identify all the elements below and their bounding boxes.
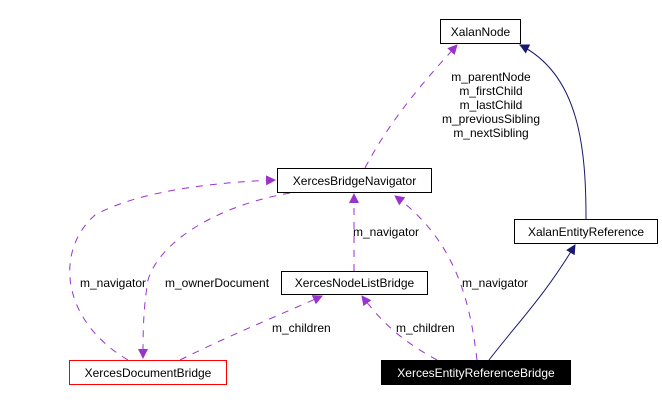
node-label: XercesEntityReferenceBridge bbox=[397, 365, 555, 380]
label-nodelist-to-navigator: m_navigator bbox=[353, 225, 420, 239]
label-line: m_nextSibling bbox=[453, 126, 529, 140]
edge-entityrefbridge-inherits-entityref bbox=[488, 244, 576, 361]
node-label: XercesBridgeNavigator bbox=[292, 173, 417, 188]
label-line: m_firstChild bbox=[459, 84, 523, 98]
node-xalan-node[interactable]: XalanNode bbox=[440, 19, 521, 44]
node-label: XercesNodeListBridge bbox=[294, 276, 415, 290]
label-line: m_previousSibling bbox=[441, 112, 541, 126]
edge-navigator-to-document bbox=[138, 192, 291, 359]
label-document-to-nodelist: m_children bbox=[272, 321, 331, 335]
edge-navigator-to-xalannode bbox=[364, 44, 458, 169]
node-xerces-bridge-navigator[interactable]: XercesBridgeNavigator bbox=[277, 168, 432, 193]
label-document-to-navigator: m_navigator bbox=[80, 276, 147, 290]
node-xalan-entity-reference[interactable]: XalanEntityReference bbox=[514, 219, 658, 244]
edge-entityref-to-navigator bbox=[394, 195, 478, 361]
node-xerces-entity-reference-bridge[interactable]: XercesEntityReferenceBridge bbox=[381, 360, 571, 385]
label-line: m_lastChild bbox=[459, 98, 523, 112]
label-navigator-to-xalannode: m_parentNode m_firstChild m_lastChild m_… bbox=[436, 70, 546, 140]
node-label: XercesDocumentBridge bbox=[84, 365, 212, 380]
label-entityref-to-navigator: m_navigator bbox=[462, 276, 529, 290]
label-entityref-to-nodelist: m_children bbox=[396, 321, 455, 335]
edge-entityref-inherits-xalannode bbox=[519, 44, 587, 220]
edge-document-to-nodelist bbox=[179, 295, 323, 361]
edge-document-to-navigator bbox=[69, 175, 276, 361]
label-navigator-to-document: m_ownerDocument bbox=[165, 276, 270, 290]
node-label: XalanEntityReference bbox=[527, 224, 645, 239]
node-xerces-node-list-bridge[interactable]: XercesNodeListBridge bbox=[281, 271, 428, 295]
label-line: m_parentNode bbox=[451, 70, 531, 84]
node-xerces-document-bridge[interactable]: XercesDocumentBridge bbox=[69, 360, 227, 385]
node-label: XalanNode bbox=[450, 24, 511, 39]
edge-entityref-to-nodelist bbox=[361, 295, 438, 361]
